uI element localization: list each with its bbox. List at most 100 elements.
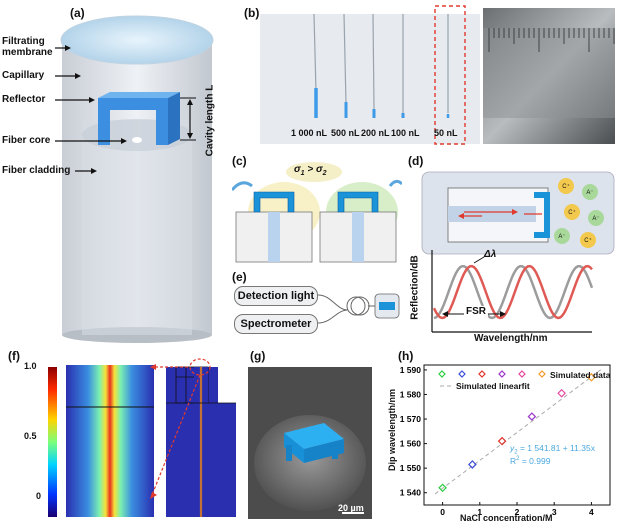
legend-data-marker [458, 370, 466, 378]
panel-f: (f) [0, 345, 240, 523]
gt-sign: > [304, 164, 316, 175]
x-tick-label: 2 [515, 507, 520, 517]
field-simulation [48, 358, 236, 517]
data-point [497, 436, 507, 446]
eq-y: y [510, 443, 515, 453]
legend-data-label: Simulated data [550, 370, 611, 380]
x-tick-label: 3 [552, 507, 557, 517]
y-tick-label: 1 570 [400, 414, 422, 424]
sensing-schematic [232, 162, 402, 263]
ion-c1: C⁺ [558, 178, 574, 194]
data-point [527, 412, 537, 421]
reflector-left [253, 191, 295, 213]
panel-a-label: (a) [70, 6, 85, 20]
sigma1: σ [294, 164, 301, 175]
delta-lambda: Δλ [484, 249, 497, 260]
colorbar-max: 1.0 [24, 361, 37, 371]
volume-50nl: 50 nL [434, 128, 458, 138]
panel-b-label: (b) [244, 6, 260, 20]
reflector-leg-left [98, 110, 110, 145]
y-tick-label: 1 540 [400, 488, 422, 498]
sigma-bubble [286, 162, 342, 182]
colorbar-min: 0 [36, 491, 42, 501]
capillary-illustration [55, 15, 214, 343]
sigma-comparison: σ1 > σ2 [294, 164, 327, 177]
eq-y-sub: 2 [514, 449, 518, 456]
panel-a: (a) Filtrating membrane Capillary Reflec… [0, 0, 230, 345]
panel-d: (d) C⁺ A⁻ C⁺ A⁻ A⁻ C⁺ Reflection/dB Wave… [404, 152, 617, 347]
ion-a3: A⁻ [554, 228, 570, 244]
panel-f-label: (f) [8, 349, 20, 363]
volume-200nl: 200 nL [361, 128, 390, 138]
sem-image [248, 367, 372, 519]
fiber-core-spot [132, 137, 142, 143]
sigma1-sub: 1 [300, 170, 305, 177]
curved-arrow-right [388, 179, 402, 187]
capillary-label: Capillary [2, 70, 45, 81]
legend-data-marker [498, 370, 506, 378]
data-point [438, 483, 447, 493]
sigma2-sub: 2 [322, 170, 327, 177]
panel-d-label: (d) [408, 154, 424, 168]
volume-500nl: 500 nL [331, 128, 360, 138]
highlight-50nl-box [434, 5, 466, 145]
ion-a1: A⁻ [582, 184, 598, 200]
h-ylabel: Dip wavelength/nm [387, 389, 397, 472]
fiber-coil [346, 296, 366, 316]
detection-light-box: Detection light [234, 286, 318, 306]
capillary-photo [260, 5, 480, 145]
data-point [557, 388, 566, 398]
reflector-top [98, 92, 180, 98]
fit-equation: y2 = 1 541.81 + 11.35x [510, 443, 595, 456]
filtrating-membrane-shape [60, 15, 214, 65]
filtrating-membrane-label: Filtrating membrane [2, 36, 53, 58]
ion-c2: C⁺ [564, 204, 580, 220]
ruler-photo [483, 8, 615, 144]
h-xlabel: NaCl concentration/M [460, 513, 553, 523]
scalebar-label: 20 µm [338, 503, 364, 513]
d-xlabel: Wavelength/nm [474, 333, 548, 344]
panel-b: (b) 1 000 nL 500 nL 200 nL 100 nL 50 nL [240, 0, 617, 150]
eq-rhs: = 1 541.81 + 11.35x [517, 443, 595, 453]
panel-g-label: (g) [250, 349, 266, 363]
sigma2: σ [315, 164, 323, 175]
spectrometer-box: Spectrometer [234, 314, 318, 334]
fsr-label: FSR [464, 306, 488, 317]
legend-data-marker [518, 370, 526, 378]
d-ylabel: Reflection/dB [409, 255, 421, 320]
legend-data-marker [538, 370, 546, 378]
data-point [587, 372, 596, 382]
legend-data-marker [438, 370, 446, 378]
y-tick-label: 1 560 [400, 439, 422, 449]
spectrum-gray [433, 264, 594, 320]
y-tick-label: 1 590 [400, 365, 422, 375]
legend-data-marker [478, 370, 486, 378]
r2-r: R [510, 456, 517, 466]
reflector-right [337, 191, 379, 213]
r-squared: R2 = 0.999 [510, 456, 550, 466]
y-tick-label: 1 550 [400, 463, 422, 473]
data-point [468, 460, 477, 469]
volume-1000nl: 1 000 nL [291, 128, 328, 138]
panel-g: (g) 20 µm [240, 345, 380, 523]
y-tick-label: 1 580 [400, 389, 422, 399]
cavity-length-label: Cavity length L [204, 84, 216, 157]
volume-100nl: 100 nL [391, 128, 420, 138]
reflector-label: Reflector [2, 94, 46, 105]
field-map-zoom [66, 365, 154, 517]
fiber-coupler [317, 293, 400, 324]
ion-a2: A⁻ [588, 210, 604, 226]
panel-c-label: (c) [232, 154, 247, 168]
reflector-leg-right [156, 110, 168, 145]
printed-reflector [284, 423, 344, 449]
panel-c: (c) σ1 > σ2 [232, 152, 402, 272]
panel-e-label: (e) [232, 270, 247, 284]
x-tick-label: 1 [477, 507, 482, 517]
ion-c3: C⁺ [580, 232, 596, 248]
fiber-cladding-label: Fiber cladding [2, 165, 71, 176]
panel-e: (e) Detection light Spectrometer [232, 270, 402, 342]
x-tick-label: 4 [589, 507, 594, 517]
curved-arrow-left [232, 181, 253, 191]
